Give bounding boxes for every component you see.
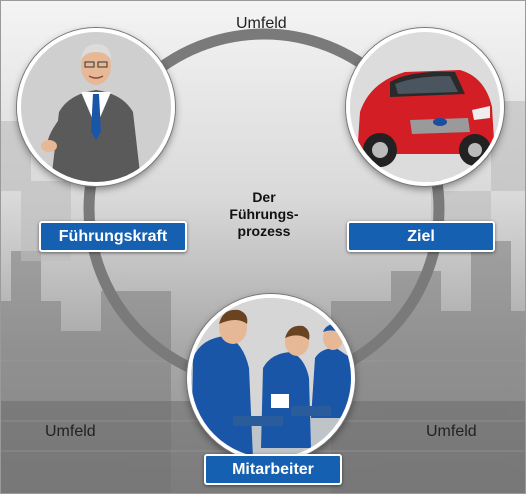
employees-label: Mitarbeiter: [204, 454, 342, 485]
businessman-illustration: [21, 32, 171, 182]
car-illustration: [350, 32, 500, 182]
employees-circle: [187, 294, 355, 462]
goal-circle: [346, 28, 504, 186]
center-line-3: prozess: [237, 223, 291, 239]
workers-illustration: [191, 298, 351, 458]
leader-circle: [17, 28, 175, 186]
center-line-2: Führungs-: [229, 206, 299, 222]
environment-label-right: Umfeld: [426, 423, 477, 440]
process-center-title: Der Führungs- prozess: [214, 189, 314, 240]
environment-label-top: Umfeld: [236, 15, 287, 32]
leader-label: Führungskraft: [39, 221, 187, 252]
environment-label-left: Umfeld: [45, 423, 96, 440]
goal-label: Ziel: [347, 221, 495, 252]
center-line-1: Der: [252, 189, 276, 205]
